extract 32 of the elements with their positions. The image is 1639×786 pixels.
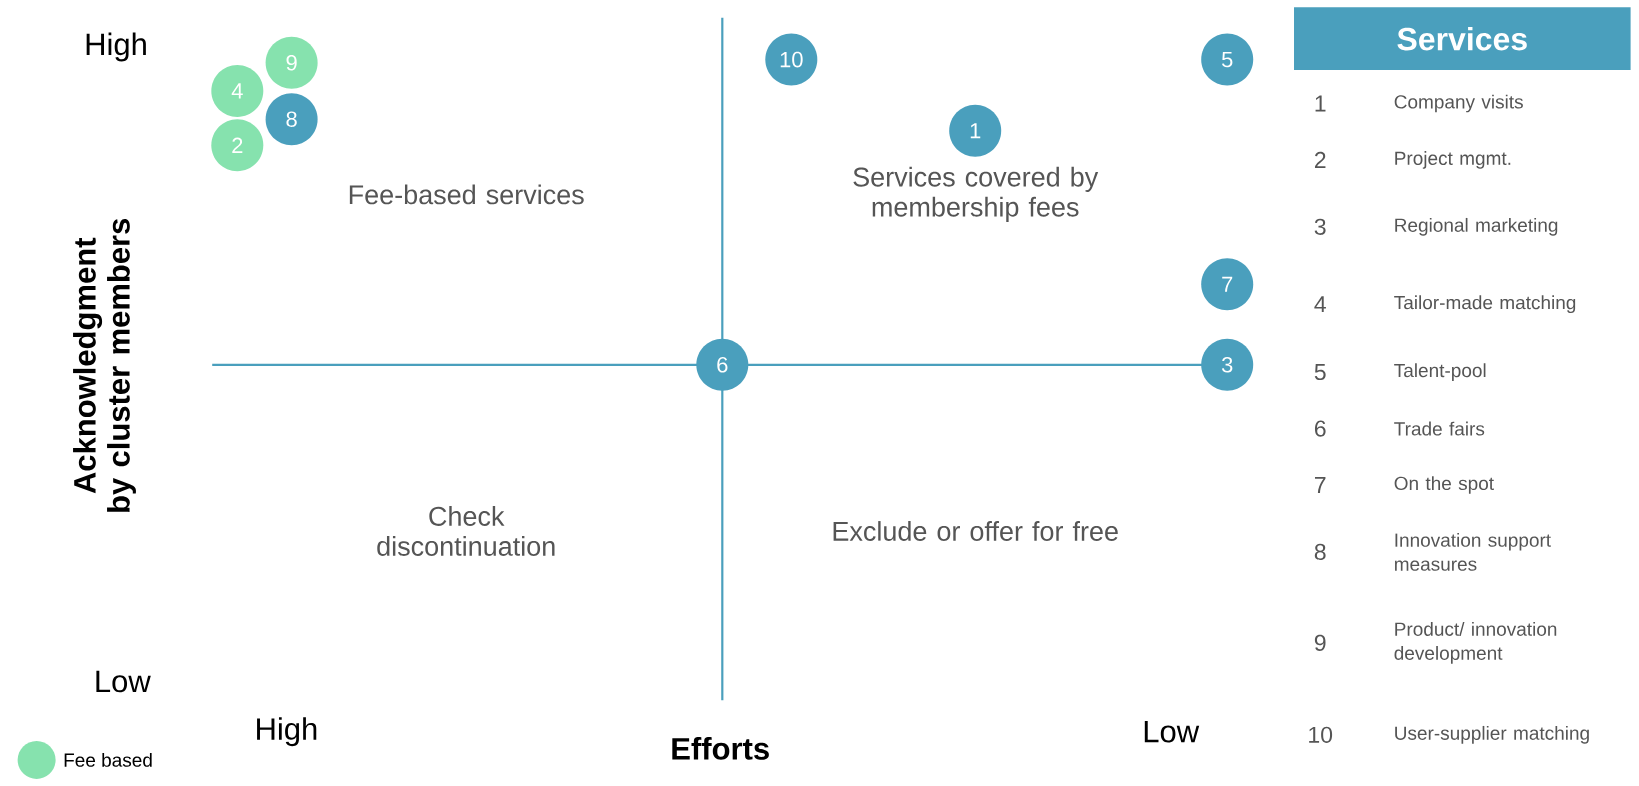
row-number: 8: [1314, 543, 1326, 561]
service-name: Project mgmt.: [1395, 151, 1511, 169]
axis-tick-label: High: [86, 32, 146, 62]
row-number: 6: [1314, 420, 1326, 437]
axis-tick-label: Low: [1144, 720, 1200, 743]
service-name: On the spot: [1394, 476, 1494, 494]
service-name: Trade fairs: [1394, 421, 1485, 436]
row-number: 2: [1314, 151, 1326, 168]
quadrant-label: Services covered by membership fees: [853, 166, 1099, 222]
service-name: User-supplier matching: [1395, 725, 1589, 744]
table-header: Services: [1294, 7, 1631, 71]
row-number: 3: [1314, 218, 1326, 235]
row-number: 1: [1315, 95, 1326, 112]
row-number: 7: [1315, 477, 1326, 493]
row-number: 9: [1314, 634, 1326, 651]
axis-tick-label: Low: [96, 670, 151, 693]
quadrant-label: Exclude or offer for free: [833, 521, 1118, 541]
quadrant-label: Check discontinuation: [377, 506, 555, 556]
service-name: Tailor-made matching: [1394, 295, 1576, 314]
service-name: Innovation support measures: [1395, 532, 1551, 571]
row-number: 5: [1314, 364, 1326, 381]
axis-title: Acknowledgment by cluster members: [73, 218, 136, 512]
quadrant-label: Fee-based services: [349, 184, 584, 205]
legend-text: Fee based: [64, 752, 152, 767]
row-number: 4: [1314, 296, 1326, 313]
service-name: Product/ innovation development: [1394, 621, 1557, 664]
service-name: Talent-pool: [1394, 363, 1486, 381]
service-name: Company visits: [1394, 94, 1523, 113]
axis-title: Efforts: [672, 737, 769, 760]
axis-tick-label: High: [257, 717, 317, 747]
row-number: 10: [1309, 726, 1333, 743]
service-name: Regional marketing: [1395, 217, 1558, 236]
